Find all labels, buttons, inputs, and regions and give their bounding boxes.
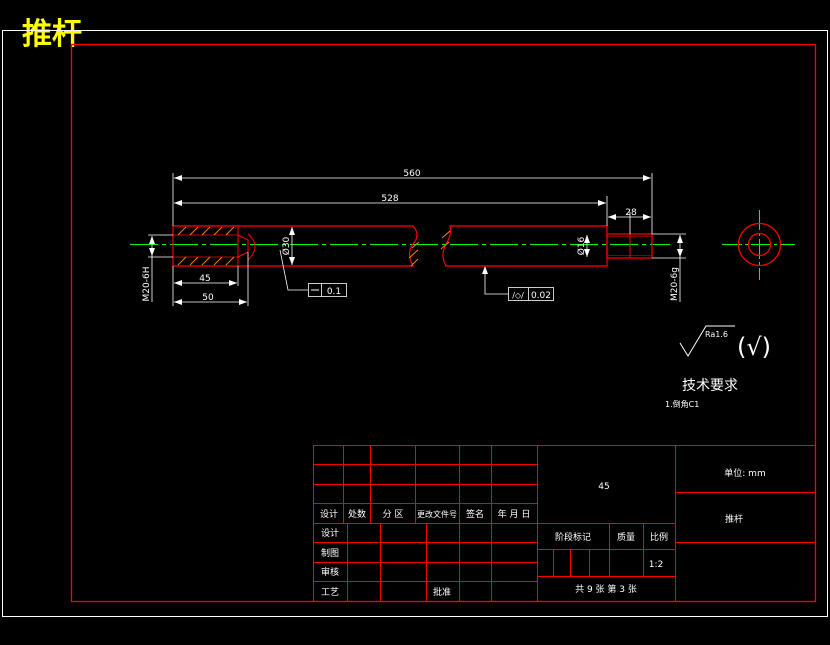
tolerance-cylindricity-value: 0.02 [531, 291, 551, 301]
dim-diameter-pin: Ø16 [576, 236, 587, 255]
dim-overall-length: 560 [403, 169, 420, 179]
part-front-view [130, 225, 670, 267]
roughness-other-mark: (√) [737, 333, 771, 361]
revision-header-design: 设计 [320, 508, 338, 520]
dim-hole-depth-thread: 45 [199, 274, 210, 284]
body-left-segment [172, 225, 418, 267]
end-view-inner-circle [747, 232, 772, 257]
title-block-text: 设计 处数 分 区 更改文件号 签名 年 月 日 设计 制图 审核 工艺 批准 … [320, 467, 766, 598]
row-label-design: 设计 [321, 527, 339, 539]
dim-diameter-main: Ø30 [281, 236, 292, 255]
material-value: 45 [598, 482, 609, 492]
sheet-info: 共 9 张 第 3 张 [575, 583, 637, 595]
hole-section [172, 225, 239, 267]
section-hatch [177, 226, 235, 266]
dim-thread-length: 28 [625, 208, 637, 218]
revision-header-sign: 签名 [466, 508, 484, 520]
row-label-review: 审核 [321, 566, 339, 578]
scale-value: 1:2 [649, 560, 663, 570]
break-hatch-left [408, 241, 420, 267]
stage-label: 阶段标记 [555, 531, 591, 543]
tech-requirement-item: 1.倒角C1 [665, 399, 699, 409]
break-hatch-right [440, 230, 451, 250]
tolerance-straightness-value: 0.1 [327, 287, 341, 297]
revision-header-count: 处数 [348, 508, 366, 520]
tech-requirements-heading: 技术要求 [682, 378, 738, 394]
tolerance-cylindricity-symbol: /◇/ [512, 291, 524, 300]
row-label-process: 工艺 [321, 587, 339, 598]
dim-hole-depth-total: 50 [202, 293, 214, 303]
dim-external-thread: M20-6g [670, 267, 680, 301]
part-end-view [722, 210, 795, 280]
approve-label: 批准 [433, 586, 451, 598]
revision-header-date: 年 月 日 [498, 508, 531, 520]
dim-body-length: 528 [381, 194, 398, 204]
roughness-value: Ra1.6 [705, 330, 728, 339]
end-view-outer-circle [737, 222, 782, 267]
tolerance-straightness: 0.1 [308, 283, 347, 297]
dimensions [148, 173, 686, 306]
scale-label: 比例 [650, 531, 668, 543]
revision-header-zone: 分 区 [383, 509, 404, 520]
part-name: 推杆 [725, 513, 743, 525]
revision-header-change-doc: 更改文件号 [417, 509, 457, 519]
mass-label: 质量 [617, 531, 635, 543]
row-label-drafting: 制图 [321, 547, 339, 559]
title-block [313, 445, 816, 602]
surface-roughness-symbol: Ra1.6 (√) [679, 325, 771, 361]
dim-internal-thread: M20-6H [142, 267, 152, 302]
tolerance-cylindricity: /◇/ 0.02 [508, 287, 554, 301]
unit-label: 单位: mm [724, 467, 765, 479]
outer-border [2, 30, 828, 617]
